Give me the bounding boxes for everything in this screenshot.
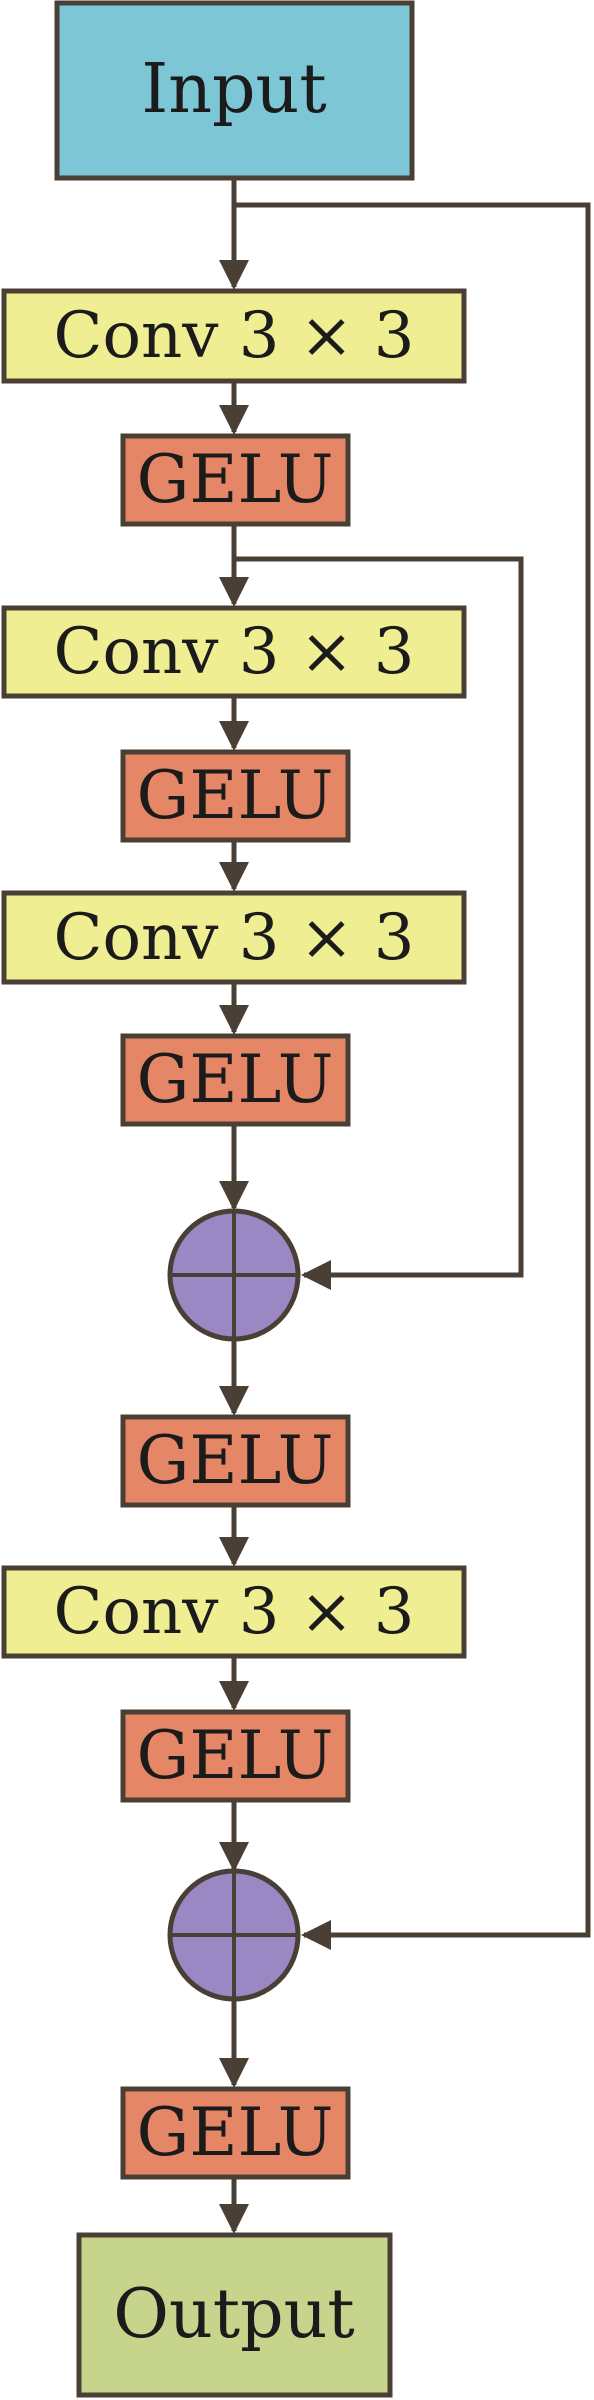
add-node-1 <box>167 1208 301 1342</box>
conv-label: Conv 3 × 3 <box>54 1575 415 1649</box>
conv-box <box>1 1565 467 1659</box>
conv-box <box>1 288 467 384</box>
conv-label: Conv 3 × 3 <box>54 901 415 975</box>
gelu-label: GELU <box>137 757 334 834</box>
skip-connection-outer <box>234 202 591 1950</box>
gelu-label: GELU <box>137 1041 334 1118</box>
conv-box <box>1 605 467 699</box>
gelu-block-3: GELU <box>120 1033 351 1127</box>
gelu-block-2: GELU <box>120 749 351 843</box>
gelu-box <box>120 749 351 843</box>
output-node: Output <box>76 2232 393 2398</box>
gelu-box <box>120 2086 351 2180</box>
skip-connection-inner <box>234 556 524 1290</box>
gelu-label: GELU <box>137 1422 334 1499</box>
gelu-box <box>120 1709 351 1803</box>
conv-block-4: Conv 3 × 3 <box>1 1565 467 1659</box>
gelu-block-6: GELU <box>120 2086 351 2180</box>
output-label: Output <box>113 2275 355 2354</box>
conv-label: Conv 3 × 3 <box>54 615 415 689</box>
connectors <box>219 178 591 2234</box>
gelu-label: GELU <box>137 1717 334 1794</box>
add-node-2 <box>167 1868 301 2002</box>
gelu-box <box>120 1033 351 1127</box>
conv-block-1: Conv 3 × 3 <box>1 288 467 384</box>
gelu-block-4: GELU <box>120 1414 351 1508</box>
gelu-block-1: GELU <box>120 433 351 527</box>
gelu-box <box>120 433 351 527</box>
gelu-label: GELU <box>137 441 334 518</box>
input-label: Input <box>141 50 326 129</box>
input-node: Input <box>54 0 415 181</box>
conv-label: Conv 3 × 3 <box>54 299 415 373</box>
gelu-box <box>120 1414 351 1508</box>
conv-block-2: Conv 3 × 3 <box>1 605 467 699</box>
gelu-label: GELU <box>137 2094 334 2171</box>
conv-box <box>1 890 467 985</box>
conv-block-3: Conv 3 × 3 <box>1 890 467 985</box>
input-box <box>54 0 415 181</box>
output-box <box>76 2232 393 2398</box>
gelu-block-5: GELU <box>120 1709 351 1803</box>
